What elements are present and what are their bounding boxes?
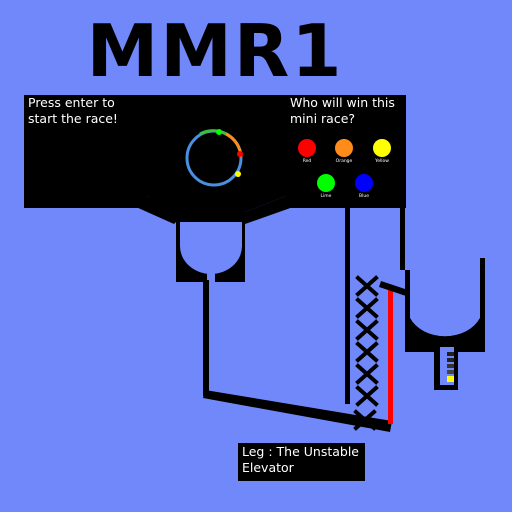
- racer-option-yellow[interactable]: Yellow: [362, 139, 402, 165]
- racer-dot-lime[interactable]: [317, 174, 335, 192]
- leaderboard-marble-yellow: [447, 376, 454, 382]
- racer-option-blue[interactable]: Blue: [344, 174, 384, 200]
- racer-option-orange[interactable]: Orange: [324, 139, 364, 165]
- racer-option-lime[interactable]: Lime: [306, 174, 346, 200]
- leg-name-text: Leg : The Unstable Elevator: [242, 444, 359, 475]
- racer-label-red: Red: [302, 159, 312, 164]
- spinner-obstacles: [353, 275, 379, 431]
- vote-panel: Who will win this mini race? Red Orange …: [286, 95, 406, 208]
- drop-chute: [203, 280, 209, 396]
- racer-option-red[interactable]: Red: [287, 139, 327, 165]
- racer-label-blue: Blue: [359, 194, 369, 199]
- racer-dot-yellow[interactable]: [373, 139, 391, 157]
- leaderboard-slot-1: [447, 352, 454, 356]
- racer-label-lime: Lime: [320, 194, 332, 199]
- left-funnel-arm: [136, 196, 184, 224]
- marble-yellow: [235, 171, 241, 177]
- finish-cup-interior: [410, 318, 480, 340]
- ramp-to-elevator: [203, 390, 392, 432]
- marble-lime: [216, 129, 222, 135]
- leg-info-panel: Leg : The Unstable Elevator: [238, 443, 365, 481]
- leaderboard-slot-4: [447, 370, 454, 374]
- finish-tube-wall: [434, 343, 458, 390]
- racer-dot-red[interactable]: [298, 139, 316, 157]
- marble-red: [237, 151, 243, 157]
- racer-dot-blue[interactable]: [355, 174, 373, 192]
- start-prompt-text: Press enter to start the race!: [28, 95, 118, 126]
- leaderboard-slot-3: [447, 364, 454, 368]
- game-title: MMR1: [86, 9, 344, 93]
- start-prompt-panel: Press enter to start the race!: [24, 95, 146, 208]
- vote-question: Who will win this mini race?: [290, 95, 395, 126]
- elevator-shaft: [388, 286, 393, 424]
- right-guide-rail: [400, 208, 405, 270]
- hopper-cup-interior: [180, 222, 242, 274]
- racer-dot-orange[interactable]: [335, 139, 353, 157]
- left-guide-rail: [345, 208, 350, 404]
- dispenser-wheel: [179, 123, 249, 193]
- elevator-platform: [379, 281, 408, 296]
- dispenser-wheel-green-arc: [199, 129, 227, 136]
- leaderboard-slot-2: [447, 358, 454, 362]
- racer-label-orange: Orange: [335, 159, 353, 164]
- racer-label-yellow: Yellow: [375, 159, 389, 164]
- right-funnel-arm: [245, 196, 296, 224]
- hopper-outlet: [207, 268, 215, 284]
